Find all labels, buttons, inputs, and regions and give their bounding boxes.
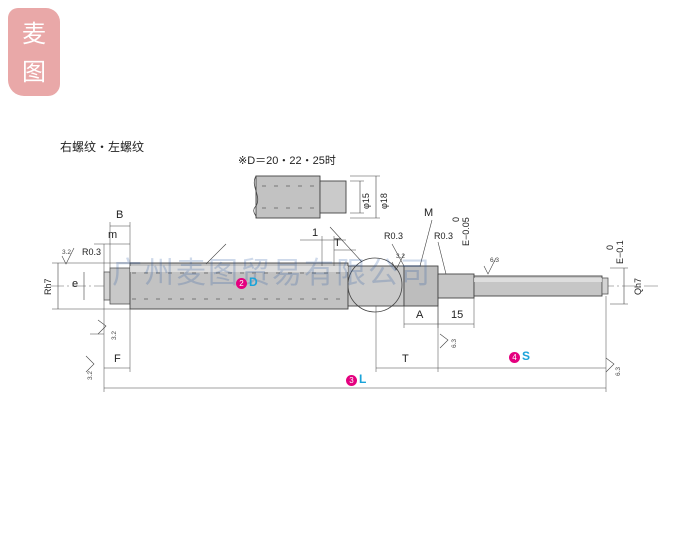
label-r03-left: R0.3 [82, 247, 102, 257]
label-rh7: Rh7 [43, 278, 53, 295]
watermark: 广州麦图贸易有限公司 [112, 256, 432, 291]
label-d-letter: D [249, 275, 258, 289]
leader-m [419, 219, 433, 267]
inset-shaft [255, 175, 321, 219]
label-qh7: Qh7 [633, 277, 643, 295]
inset-break-line [253, 175, 259, 219]
shaft-end-chamfer-left [103, 271, 111, 301]
shaft-collar [347, 265, 405, 307]
label-b: B [116, 209, 124, 221]
shaft-segment-a [403, 265, 439, 307]
roughness-symbol-6 [439, 333, 449, 349]
label-e-tolerance: E−0.05 [461, 217, 471, 246]
label-e-upper-right: 0 [605, 244, 615, 250]
roughness-symbol-4 [97, 319, 107, 335]
roughness-label-1: 3.2 [62, 249, 72, 256]
roughness-symbol-1 [61, 247, 75, 265]
logo-char-1: 麦 [22, 20, 46, 48]
label-1: 1 [312, 227, 319, 239]
shaft-highlight-2 [474, 278, 602, 282]
label-r03-right: R0.3 [434, 231, 454, 241]
inset-step [319, 180, 347, 214]
detail-leader [329, 226, 363, 263]
label-f: F [114, 353, 121, 365]
label-t-top: T [334, 237, 341, 249]
badge-4: 4 [509, 351, 520, 363]
label-m-thread: M [424, 207, 434, 219]
drawing-title: 右螺纹・左螺纹 [60, 140, 145, 154]
label-m: m [108, 229, 118, 241]
logo-seal: 麦 图 [8, 8, 60, 96]
roughness-label-3: 6.3 [490, 257, 500, 264]
label-e: e [72, 278, 79, 290]
inset-note: ※D＝20・22・25时 [238, 155, 336, 167]
roughness-label-6: 6.3 [451, 338, 458, 348]
label-s-letter: S [522, 349, 531, 363]
inset-dim-18-label: φ18 [379, 193, 389, 209]
roughness-symbol-2 [391, 253, 405, 271]
detail-circle [347, 257, 403, 313]
roughness-label-2: 3.2 [396, 253, 406, 260]
leader-thread [205, 243, 227, 265]
label-t: T [402, 353, 409, 365]
label-r03-mid: R0.3 [384, 231, 404, 241]
shaft-highlight-1 [130, 266, 348, 272]
badge-3: 3 [346, 374, 357, 386]
shaft-end-chamfer-right [601, 277, 609, 295]
label-e-upper: 0 [451, 216, 461, 222]
logo-char-2: 图 [22, 58, 46, 86]
inset-dim-15-label: φ15 [361, 193, 371, 209]
leader-r03-mid [391, 243, 405, 267]
roughness-symbol-7 [605, 357, 615, 373]
roughness-symbol-3 [483, 257, 497, 275]
roughness-label-7: 6.3 [615, 366, 622, 376]
label-a: A [416, 309, 424, 321]
label-15: 15 [451, 309, 464, 321]
label-e-tolerance-right: E−0.1 [615, 240, 625, 264]
leader-r03-right [437, 241, 447, 275]
roughness-symbol-5 [85, 355, 95, 373]
badge-2: 2 [236, 277, 247, 289]
roughness-label-4: 3.2 [111, 330, 118, 340]
label-l-letter: L [359, 372, 367, 386]
roughness-label-5: 3.2 [87, 370, 94, 380]
shaft-neck [437, 273, 475, 299]
